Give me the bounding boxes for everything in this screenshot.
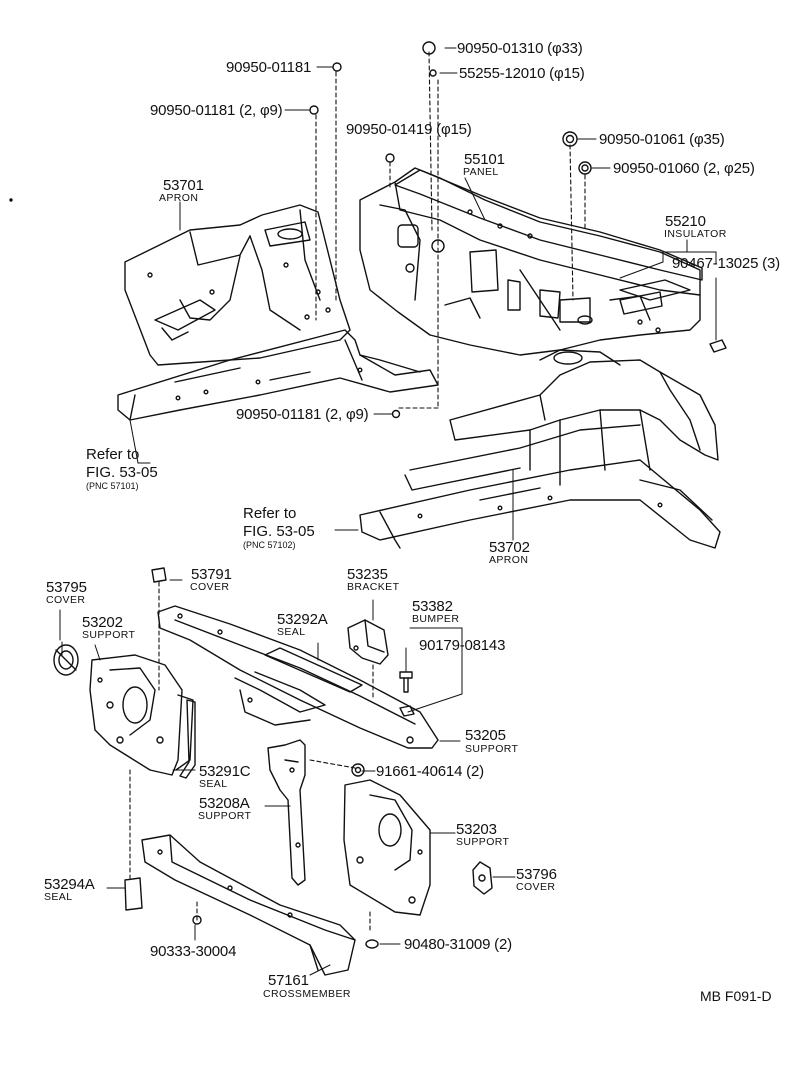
seal-53292a-drawing xyxy=(265,648,362,692)
label-53796-name: COVER xyxy=(516,881,556,893)
label-53796-num: 53796 xyxy=(516,866,557,883)
label-90950-01181-2: 90950-01181 (2, φ9) xyxy=(150,102,283,119)
label-55255-12010: 55255-12010 (φ15) xyxy=(459,65,585,82)
label-55101-name: PANEL xyxy=(463,166,499,178)
bracket-53235-drawing xyxy=(348,620,388,664)
label-53382-name: BUMPER xyxy=(412,613,460,625)
leader-lines xyxy=(60,48,716,975)
label-90950-01060: 90950-01060 (2, φ25) xyxy=(613,160,755,177)
label-53294a-name: SEAL xyxy=(44,891,73,903)
label-53203-num: 53203 xyxy=(456,821,497,838)
label-90950-01181-bottom: 90950-01181 (2, φ9) xyxy=(236,406,369,423)
label-53235-name: BRACKET xyxy=(347,581,400,593)
label-53701-num: 53701 xyxy=(163,177,204,194)
apron-53701-drawing xyxy=(125,205,350,365)
label-57161-name: CROSSMEMBER xyxy=(263,988,351,1000)
label-55210-name: INSULATOR xyxy=(664,228,727,240)
panel-55101-drawing xyxy=(360,168,700,355)
label-90950-01419: 90950-01419 (φ15) xyxy=(346,121,472,138)
label-53292a-num: 53292A xyxy=(277,611,328,628)
label-53382-num: 53382 xyxy=(412,598,453,615)
label-90950-01310: 90950-01310 (φ33) xyxy=(457,40,583,57)
label-53294a-num: 53294A xyxy=(44,876,95,893)
insulator-55210-drawing xyxy=(395,170,702,300)
support-53203-drawing xyxy=(344,780,430,915)
seal-53291c-drawing xyxy=(180,700,195,778)
label-90950-01061: 90950-01061 (φ35) xyxy=(599,131,725,148)
label-53292a-name: SEAL xyxy=(277,626,306,638)
label-55210-num: 55210 xyxy=(665,213,706,230)
support-53208a-drawing xyxy=(268,740,305,885)
frame-left-drawing xyxy=(118,330,438,420)
label-53208a-num: 53208A xyxy=(199,795,250,812)
fasteners-lower xyxy=(193,916,378,948)
figure-code: MB F091-D xyxy=(700,988,772,1004)
label-90480-31009: 90480-31009 (2) xyxy=(404,936,512,953)
label-53203-name: SUPPORT xyxy=(456,836,510,848)
label-53791-name: COVER xyxy=(190,581,230,593)
support-53205-drawing xyxy=(158,606,438,748)
label-53791-num: 53791 xyxy=(191,566,232,583)
label-53291c-name: SEAL xyxy=(199,778,228,790)
label-90467-13025: 90467-13025 (3) xyxy=(672,255,780,272)
bumper-53382-drawing xyxy=(400,672,414,716)
apron-53702-drawing xyxy=(360,350,720,548)
ref2-line3: (PNC 57102) xyxy=(243,540,296,550)
seal-53294a-drawing xyxy=(125,878,142,910)
label-90179-08143: 90179-08143 xyxy=(419,637,506,654)
label-53795-num: 53795 xyxy=(46,579,87,596)
label-53701-name: APRON xyxy=(159,192,199,204)
label-53205-num: 53205 xyxy=(465,727,506,744)
ref1-line3: (PNC 57101) xyxy=(86,481,139,491)
nut-91661-drawing xyxy=(352,764,364,776)
label-90333-30004: 90333-30004 xyxy=(150,943,237,960)
fasteners-upper xyxy=(310,42,726,418)
support-53202-drawing xyxy=(90,655,193,775)
ref1-line2: FIG. 53-05 xyxy=(86,464,158,481)
cover-53795-drawing xyxy=(54,645,78,675)
label-53795-name: COVER xyxy=(46,594,86,606)
label-53235-num: 53235 xyxy=(347,566,388,583)
label-53202-name: SUPPORT xyxy=(82,629,136,641)
ref2-line1: Refer to xyxy=(243,505,297,522)
label-55101-num: 55101 xyxy=(464,151,505,168)
ref2-line2: FIG. 53-05 xyxy=(243,523,315,540)
cover-53791-drawing xyxy=(152,568,166,582)
label-53208a-name: SUPPORT xyxy=(198,810,252,822)
crossmember-57161-drawing xyxy=(142,835,355,975)
label-53702-name: APRON xyxy=(489,554,529,566)
label-91661-40614: 91661-40614 (2) xyxy=(376,763,484,780)
label-90950-01181-top: 90950-01181 xyxy=(226,59,312,76)
label-53202-num: 53202 xyxy=(82,614,123,631)
label-53205-name: SUPPORT xyxy=(465,743,519,755)
dashed-guides xyxy=(130,52,585,930)
cover-53796-drawing xyxy=(473,862,492,894)
ref1-line1: Refer to xyxy=(86,446,140,463)
label-53702-num: 53702 xyxy=(489,539,530,556)
label-57161-num: 57161 xyxy=(268,972,309,989)
label-53291c-num: 53291C xyxy=(199,763,251,780)
